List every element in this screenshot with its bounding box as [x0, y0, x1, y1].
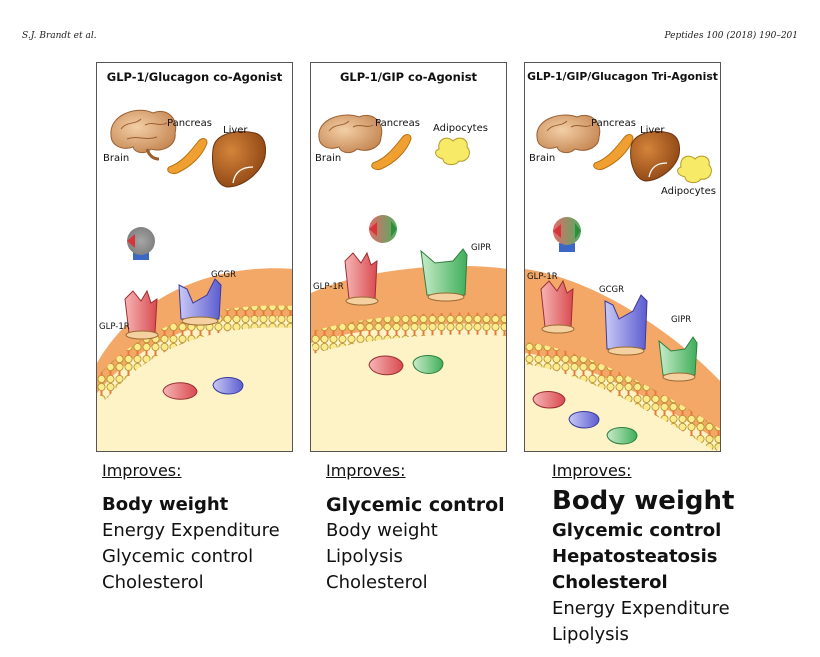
organ-label: Liver [223, 125, 248, 136]
panel-title: GLP-1/GIP co-Agonist [339, 70, 478, 84]
organ-label: Liver [640, 125, 665, 136]
list-item: Energy Expenditure [552, 598, 730, 619]
list-item: Body weight [102, 494, 229, 515]
internalized-glp1r-icon [532, 391, 566, 409]
adipocyte-icon [677, 155, 712, 184]
glp1r-receptor-icon [344, 251, 379, 306]
header-citation: Peptides 100 (2018) 190–201 [664, 31, 798, 41]
organ-label: Pancreas [167, 118, 212, 129]
organ-label: Pancreas [375, 118, 420, 129]
receptor-label: GCGR [211, 270, 237, 280]
brain-icon [318, 114, 383, 154]
list-item: Body weight [326, 520, 438, 541]
improves-heading: Improves: [102, 461, 182, 480]
panel-illustration [97, 109, 292, 451]
organ-label: Pancreas [591, 118, 636, 129]
panel-illustration [525, 114, 720, 451]
organ-label: Adipocytes [661, 186, 716, 197]
internalized-gcgr-icon [212, 377, 244, 395]
list-item: Glycemic control [552, 520, 722, 541]
glp1r-receptor-icon [540, 279, 575, 334]
receptor-label: GLP-1R [99, 322, 130, 332]
gcgr-receptor-icon [178, 278, 222, 326]
internalized-gcgr-icon [568, 411, 600, 429]
receptor-label: GCGR [599, 285, 625, 295]
organ-label: Brain [315, 153, 342, 164]
peptide-icon [553, 217, 581, 252]
improves-heading: Improves: [326, 461, 406, 480]
improves-list-3: Improves: Body weight Glycemic control H… [552, 461, 734, 648]
panel-glp1-gip: GLP-1/GIP co-Agonist [310, 62, 507, 452]
list-item: Glycemic control [326, 494, 505, 516]
receptor-label: GIPR [471, 243, 492, 253]
liver-icon [212, 131, 266, 188]
organ-label: Brain [529, 153, 556, 164]
panel-title: GLP-1/GIP/Glucagon Tri-Agonist [527, 70, 718, 83]
peptide-icon [369, 215, 397, 243]
list-item: Glycemic control [102, 546, 254, 567]
glp1r-receptor-icon [124, 289, 159, 340]
list-item: Lipolysis [326, 546, 403, 567]
organ-label: Brain [103, 153, 130, 164]
adipocyte-icon [435, 137, 470, 166]
gipr-receptor-icon [658, 336, 698, 382]
gcgr-receptor-icon [604, 294, 648, 356]
pancreas-icon [371, 134, 412, 170]
panel-title: GLP-1/Glucagon co-Agonist [106, 70, 283, 84]
internalized-gipr-icon [606, 427, 638, 445]
list-item: Body weight [552, 486, 735, 516]
list-item: Hepatosteatosis [552, 546, 718, 567]
liver-icon [630, 131, 680, 182]
internalized-glp1r-icon [162, 382, 198, 400]
improves-list-1: Improves: Body weight Energy Expenditure… [102, 461, 280, 596]
organ-label: Adipocytes [433, 123, 488, 134]
pancreas-icon [167, 138, 208, 174]
header-authors: S.J. Brandt et al. [22, 31, 97, 41]
improves-list-2: Improves: Glycemic control Body weight L… [326, 461, 505, 596]
internalized-gipr-icon [412, 355, 444, 374]
receptor-label: GLP-1R [313, 282, 344, 292]
internalized-glp1r-icon [368, 355, 404, 376]
panel-illustration [311, 114, 506, 451]
improves-heading: Improves: [552, 461, 632, 480]
gipr-receptor-icon [420, 248, 468, 302]
list-item: Cholesterol [326, 572, 428, 593]
panel-glp1-glucagon: GLP-1/Glucagon co-Agonist [96, 62, 293, 452]
list-item: Cholesterol [552, 572, 668, 593]
brain-icon [536, 114, 601, 154]
peptide-icon [127, 227, 155, 260]
brain-icon [110, 109, 177, 161]
list-item: Cholesterol [102, 572, 204, 593]
panel-glp1-gip-glucagon: GLP-1/GIP/Glucagon Tri-Agonist [524, 62, 721, 452]
receptor-label: GLP-1R [527, 272, 558, 282]
pancreas-icon [593, 134, 634, 170]
list-item: Lipolysis [552, 624, 629, 645]
list-item: Energy Expenditure [102, 520, 280, 541]
receptor-label: GIPR [671, 315, 692, 325]
